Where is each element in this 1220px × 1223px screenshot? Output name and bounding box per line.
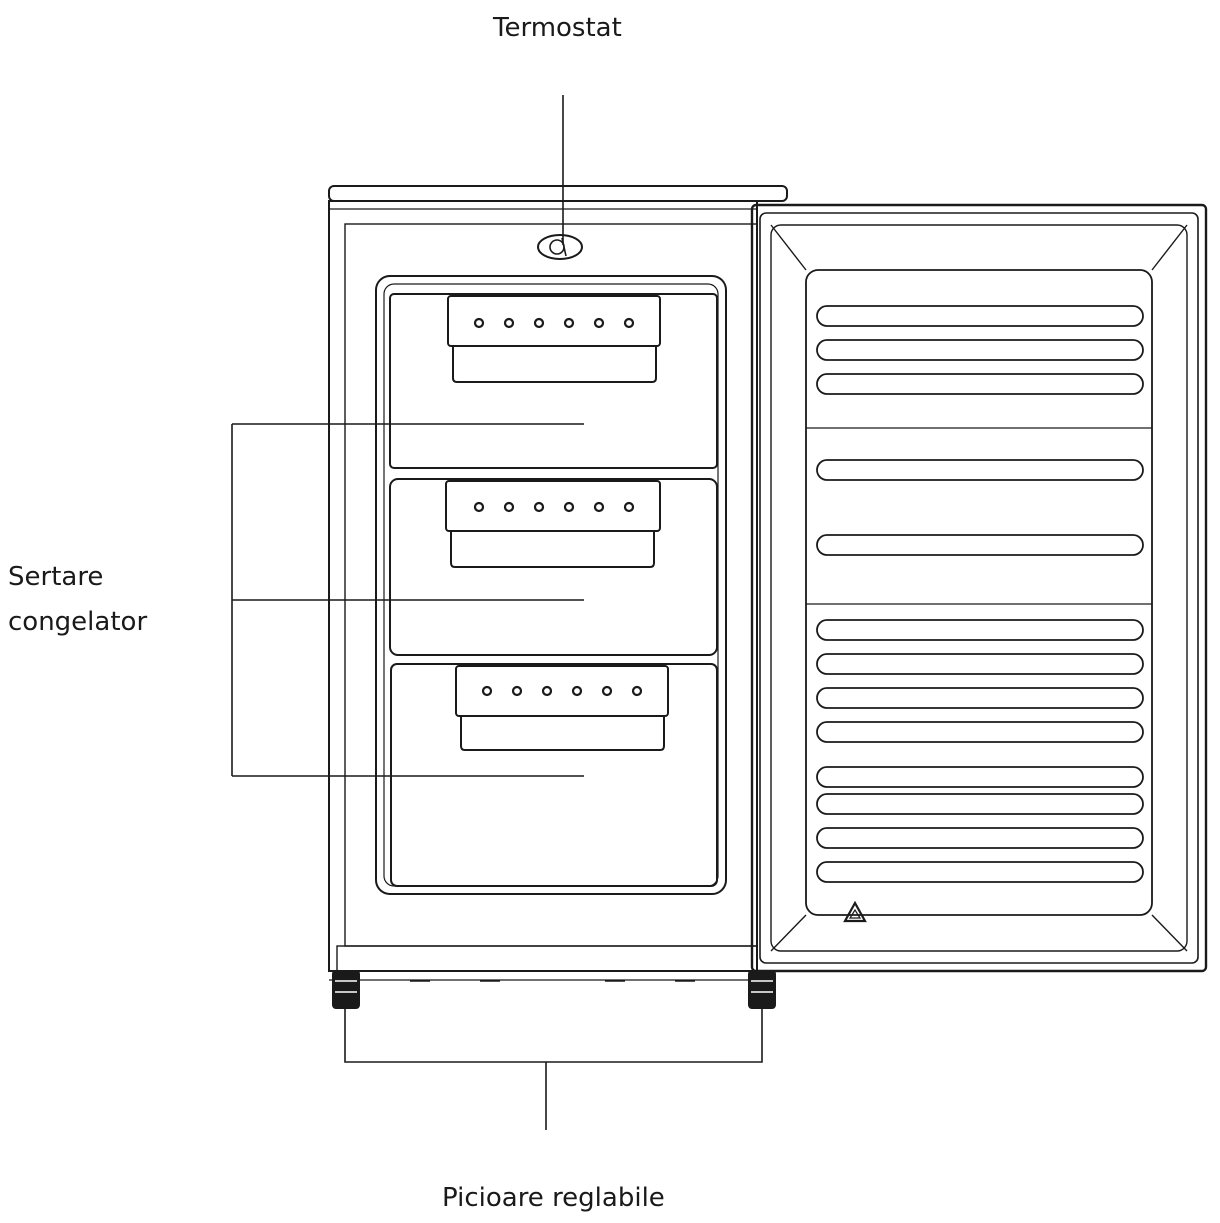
door-inner-panel xyxy=(805,269,1153,916)
door-outer-frame xyxy=(750,203,1208,973)
door-gasket-inner xyxy=(770,224,1188,952)
door-gasket-outer xyxy=(759,212,1199,964)
cabinet-front-frame xyxy=(344,223,758,947)
drawer-1-handle[interactable] xyxy=(447,295,661,347)
door-rib xyxy=(816,687,1144,709)
door-rib xyxy=(816,861,1144,883)
door-rib xyxy=(816,459,1144,481)
freezer-compartment xyxy=(375,275,727,895)
freezer-drawer-2[interactable] xyxy=(389,478,718,656)
thermostat-knob-icon[interactable] xyxy=(537,234,583,260)
freezer-drawer-3[interactable] xyxy=(390,663,718,887)
drawer-3-handle[interactable] xyxy=(455,665,669,717)
recycle-triangle-icon xyxy=(843,900,867,923)
feet-leader-bracket xyxy=(344,1008,763,1063)
freezer-cabinet xyxy=(328,185,788,1009)
drawer-1-vent-holes xyxy=(473,317,635,329)
door-rib xyxy=(816,653,1144,675)
drawer-3-vent-holes xyxy=(481,685,643,697)
door-rib xyxy=(816,721,1144,743)
door-rib xyxy=(816,305,1144,327)
drawer-2-handle[interactable] xyxy=(445,480,661,532)
door-rib xyxy=(816,534,1144,556)
cabinet-bottom-plinth xyxy=(336,945,758,972)
cabinet-outer xyxy=(328,200,758,972)
adjustable-foot-right[interactable] xyxy=(748,970,776,1009)
door-rib xyxy=(816,827,1144,849)
thermostat-label: Termostat xyxy=(493,13,622,43)
freezer-door[interactable] xyxy=(750,203,1208,973)
adjustable-foot-left[interactable] xyxy=(332,970,360,1009)
freezer-drawers-label: Sertare congelator xyxy=(8,555,147,645)
freezer-drawer-1[interactable] xyxy=(389,293,718,469)
door-rib xyxy=(816,339,1144,361)
door-rib xyxy=(816,373,1144,395)
adjustable-feet-label: Picioare reglabile xyxy=(442,1183,665,1213)
freezer-compartment-inner xyxy=(383,283,719,887)
drawer-2-vent-holes xyxy=(473,501,635,513)
cabinet-top-lid xyxy=(328,185,788,202)
door-rib xyxy=(816,793,1144,815)
door-ribs xyxy=(816,305,1144,883)
freezer-drawers-label-line1: Sertare xyxy=(8,562,104,592)
door-rib xyxy=(816,619,1144,641)
freezer-drawers-label-line2: congelator xyxy=(8,607,148,637)
leader-lines xyxy=(231,95,763,1130)
door-rib xyxy=(816,766,1144,788)
